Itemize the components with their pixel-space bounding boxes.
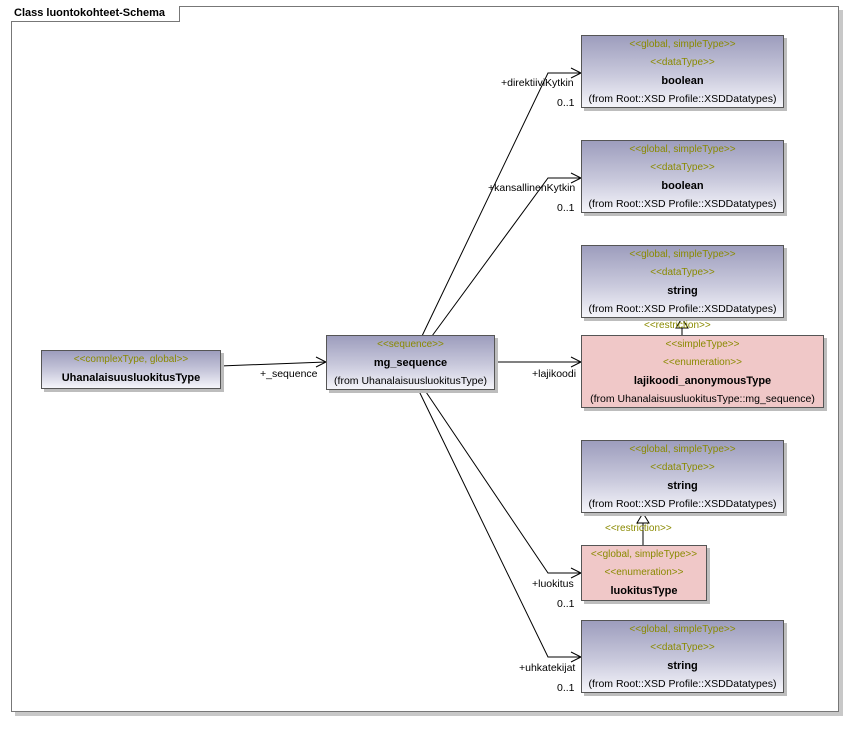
diagram-title: Class luontokohteet-Schema	[11, 6, 180, 22]
class-name: luokitusType	[610, 585, 678, 597]
class-origin: (from UhanalaisuusluokitusType::mg_seque…	[590, 393, 815, 405]
assoc-direktiivi-line	[421, 72, 581, 337]
role-label-uhkatekijat: +uhkatekijat	[519, 662, 576, 674]
role-label-direktiivi: +direktiiviKytkin	[501, 77, 574, 89]
class-origin: (from Root::XSD Profile::XSDDatatypes)	[588, 93, 777, 105]
class-origin: (from Root::XSD Profile::XSDDatatypes)	[588, 198, 777, 210]
class-stereotype: <<global, simpleType>>	[629, 444, 736, 455]
class-stereotype: <<complexType, global>>	[73, 354, 189, 365]
class-origin: (from UhanalaisuusluokitusType)	[334, 375, 487, 387]
multiplicity-uhkatekijat: 0..1	[557, 682, 575, 694]
class-name: lajikoodi_anonymousType	[633, 375, 772, 387]
class-string-1[interactable]: <<global, simpleType>> <<dataType>> stri…	[581, 245, 784, 318]
class-name: mg_sequence	[373, 357, 448, 369]
class-boolean-2[interactable]: <<global, simpleType>> <<dataType>> bool…	[581, 140, 784, 213]
restriction-label-1: <<restriction>>	[644, 320, 711, 331]
role-label-kansallinen: +kansallinenKytkin	[488, 182, 576, 194]
restriction-1-arrowhead	[675, 317, 689, 329]
role-label-luokitus: +luokitus	[532, 578, 574, 590]
assoc-kansallinen-line	[431, 177, 581, 337]
assoc-luokitus-line	[423, 388, 581, 574]
class-stereotype: <<dataType>>	[650, 267, 715, 278]
class-name: string	[667, 480, 698, 492]
class-name: string	[667, 285, 698, 297]
role-label-lajikoodi: +lajikoodi	[532, 368, 577, 380]
class-string-3[interactable]: <<global, simpleType>> <<dataType>> stri…	[581, 620, 784, 693]
class-name: boolean	[661, 75, 704, 87]
restriction-2-arrowhead	[636, 512, 650, 524]
class-stereotype: <<global, simpleType>>	[629, 39, 736, 50]
class-stereotype: <<dataType>>	[650, 57, 715, 68]
multiplicity-kansallinen: 0..1	[557, 202, 575, 214]
class-name: string	[667, 660, 698, 672]
restriction-label-2: <<restriction>>	[605, 523, 672, 534]
class-boolean-1[interactable]: <<global, simpleType>> <<dataType>> bool…	[581, 35, 784, 108]
class-name: boolean	[661, 180, 704, 192]
class-stereotype: <<dataType>>	[650, 642, 715, 653]
class-luokitustype[interactable]: <<global, simpleType>> <<enumeration>> l…	[581, 545, 707, 601]
multiplicity-luokitus: 0..1	[557, 598, 575, 610]
class-stereotype: <<global, simpleType>>	[629, 144, 736, 155]
class-stereotype: <<enumeration>>	[663, 357, 742, 368]
class-stereotype: <<dataType>>	[650, 462, 715, 473]
role-label-sequence: +_sequence	[260, 368, 318, 380]
class-stereotype: <<enumeration>>	[604, 567, 684, 578]
class-stereotype: <<global, simpleType>>	[590, 549, 698, 560]
class-stereotype: <<global, simpleType>>	[629, 249, 736, 260]
class-stereotype: <<dataType>>	[650, 162, 715, 173]
class-uhanalaisuusluokitus[interactable]: <<complexType, global>> Uhanalaisuusluok…	[41, 350, 221, 389]
class-name: UhanalaisuusluokitusType	[61, 372, 201, 384]
class-origin: (from Root::XSD Profile::XSDDatatypes)	[588, 498, 777, 510]
assoc-sequence-line	[219, 361, 327, 367]
class-stereotype: <<global, simpleType>>	[629, 624, 736, 635]
class-origin: (from Root::XSD Profile::XSDDatatypes)	[588, 303, 777, 315]
class-stereotype: <<simpleType>>	[665, 339, 740, 350]
multiplicity-direktiivi: 0..1	[557, 97, 575, 109]
class-stereotype: <<sequence>>	[377, 339, 444, 350]
class-mg-sequence[interactable]: <<sequence>> mg_sequence (from Uhanalais…	[326, 335, 495, 390]
class-string-2[interactable]: <<global, simpleType>> <<dataType>> stri…	[581, 440, 784, 513]
class-origin: (from Root::XSD Profile::XSDDatatypes)	[588, 678, 777, 690]
class-lajikoodi-anonymous[interactable]: <<simpleType>> <<enumeration>> lajikoodi…	[581, 335, 824, 408]
assoc-uhkatekijat-line	[417, 388, 581, 658]
